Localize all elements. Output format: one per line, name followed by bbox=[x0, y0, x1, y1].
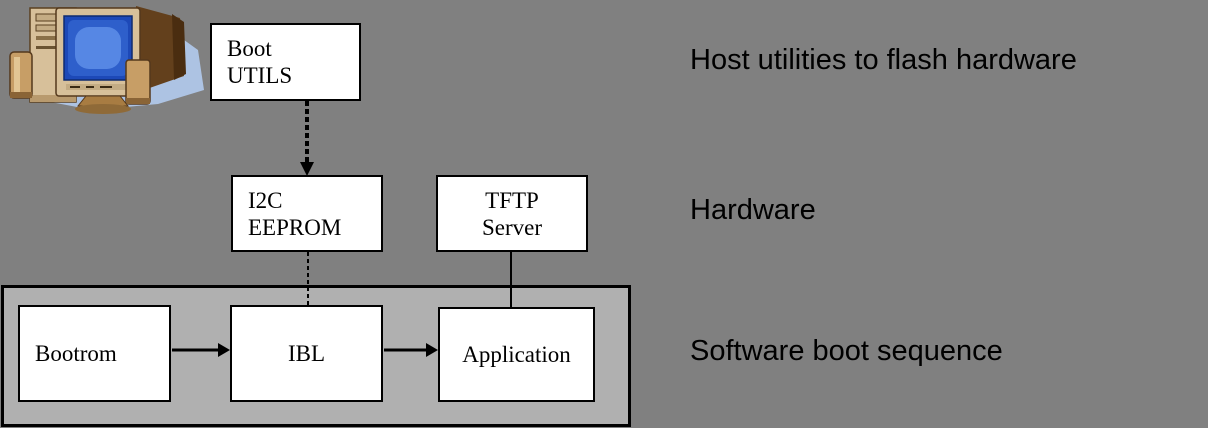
screen-glow bbox=[75, 27, 121, 69]
drive-bay bbox=[35, 13, 67, 22]
node-label-line: TFTP bbox=[485, 187, 539, 213]
monitor-stand bbox=[76, 95, 130, 107]
row-label-hardware: Hardware bbox=[690, 194, 816, 226]
monitor-screen bbox=[63, 15, 133, 81]
row-label-host-utilities: Host utilities to flash hardware bbox=[690, 44, 1077, 76]
node-application: Application bbox=[438, 307, 595, 402]
node-i2c-eeprom: I2C EEPROM bbox=[231, 175, 383, 252]
node-label: Bootrom bbox=[35, 341, 117, 366]
desktop-computer-icon bbox=[9, 6, 204, 114]
node-label: Application bbox=[462, 342, 571, 367]
screen-mid bbox=[68, 20, 128, 76]
tower-base-shade bbox=[30, 95, 76, 102]
node-ibl: IBL bbox=[230, 305, 383, 402]
right-speaker bbox=[125, 59, 151, 105]
left-speaker bbox=[9, 51, 33, 99]
drive-bay bbox=[35, 24, 67, 32]
control-button bbox=[70, 86, 80, 88]
node-label: IBL bbox=[287, 341, 326, 366]
monitor-rear-edge bbox=[172, 14, 186, 80]
speaker-base bbox=[126, 98, 150, 104]
control-strip bbox=[66, 84, 126, 90]
node-label-line: I2C bbox=[248, 187, 283, 213]
speaker-highlight bbox=[14, 57, 20, 93]
floppy-slot bbox=[36, 46, 62, 49]
monitor-rear bbox=[136, 6, 184, 92]
node-label-line: UTILS bbox=[227, 63, 293, 88]
row-label-software-boot-sequence: Software boot sequence bbox=[690, 335, 1003, 367]
node-boot-utils: Boot UTILS bbox=[210, 23, 361, 101]
control-button bbox=[86, 86, 94, 88]
speaker-base bbox=[10, 92, 32, 98]
arrowhead-down bbox=[300, 162, 314, 176]
node-label-line: EEPROM bbox=[248, 214, 342, 240]
control-button bbox=[100, 86, 112, 88]
node-tftp-server: TFTP Server bbox=[436, 175, 588, 252]
clipart-shadow bbox=[40, 14, 204, 110]
node-label-line: Server bbox=[481, 214, 543, 240]
node-label-line: Boot bbox=[227, 36, 272, 61]
tower-case bbox=[29, 7, 77, 103]
node-bootrom: Bootrom bbox=[18, 305, 171, 402]
monitor-base bbox=[75, 104, 131, 114]
vent-slot bbox=[36, 36, 62, 40]
monitor-front bbox=[55, 7, 141, 97]
